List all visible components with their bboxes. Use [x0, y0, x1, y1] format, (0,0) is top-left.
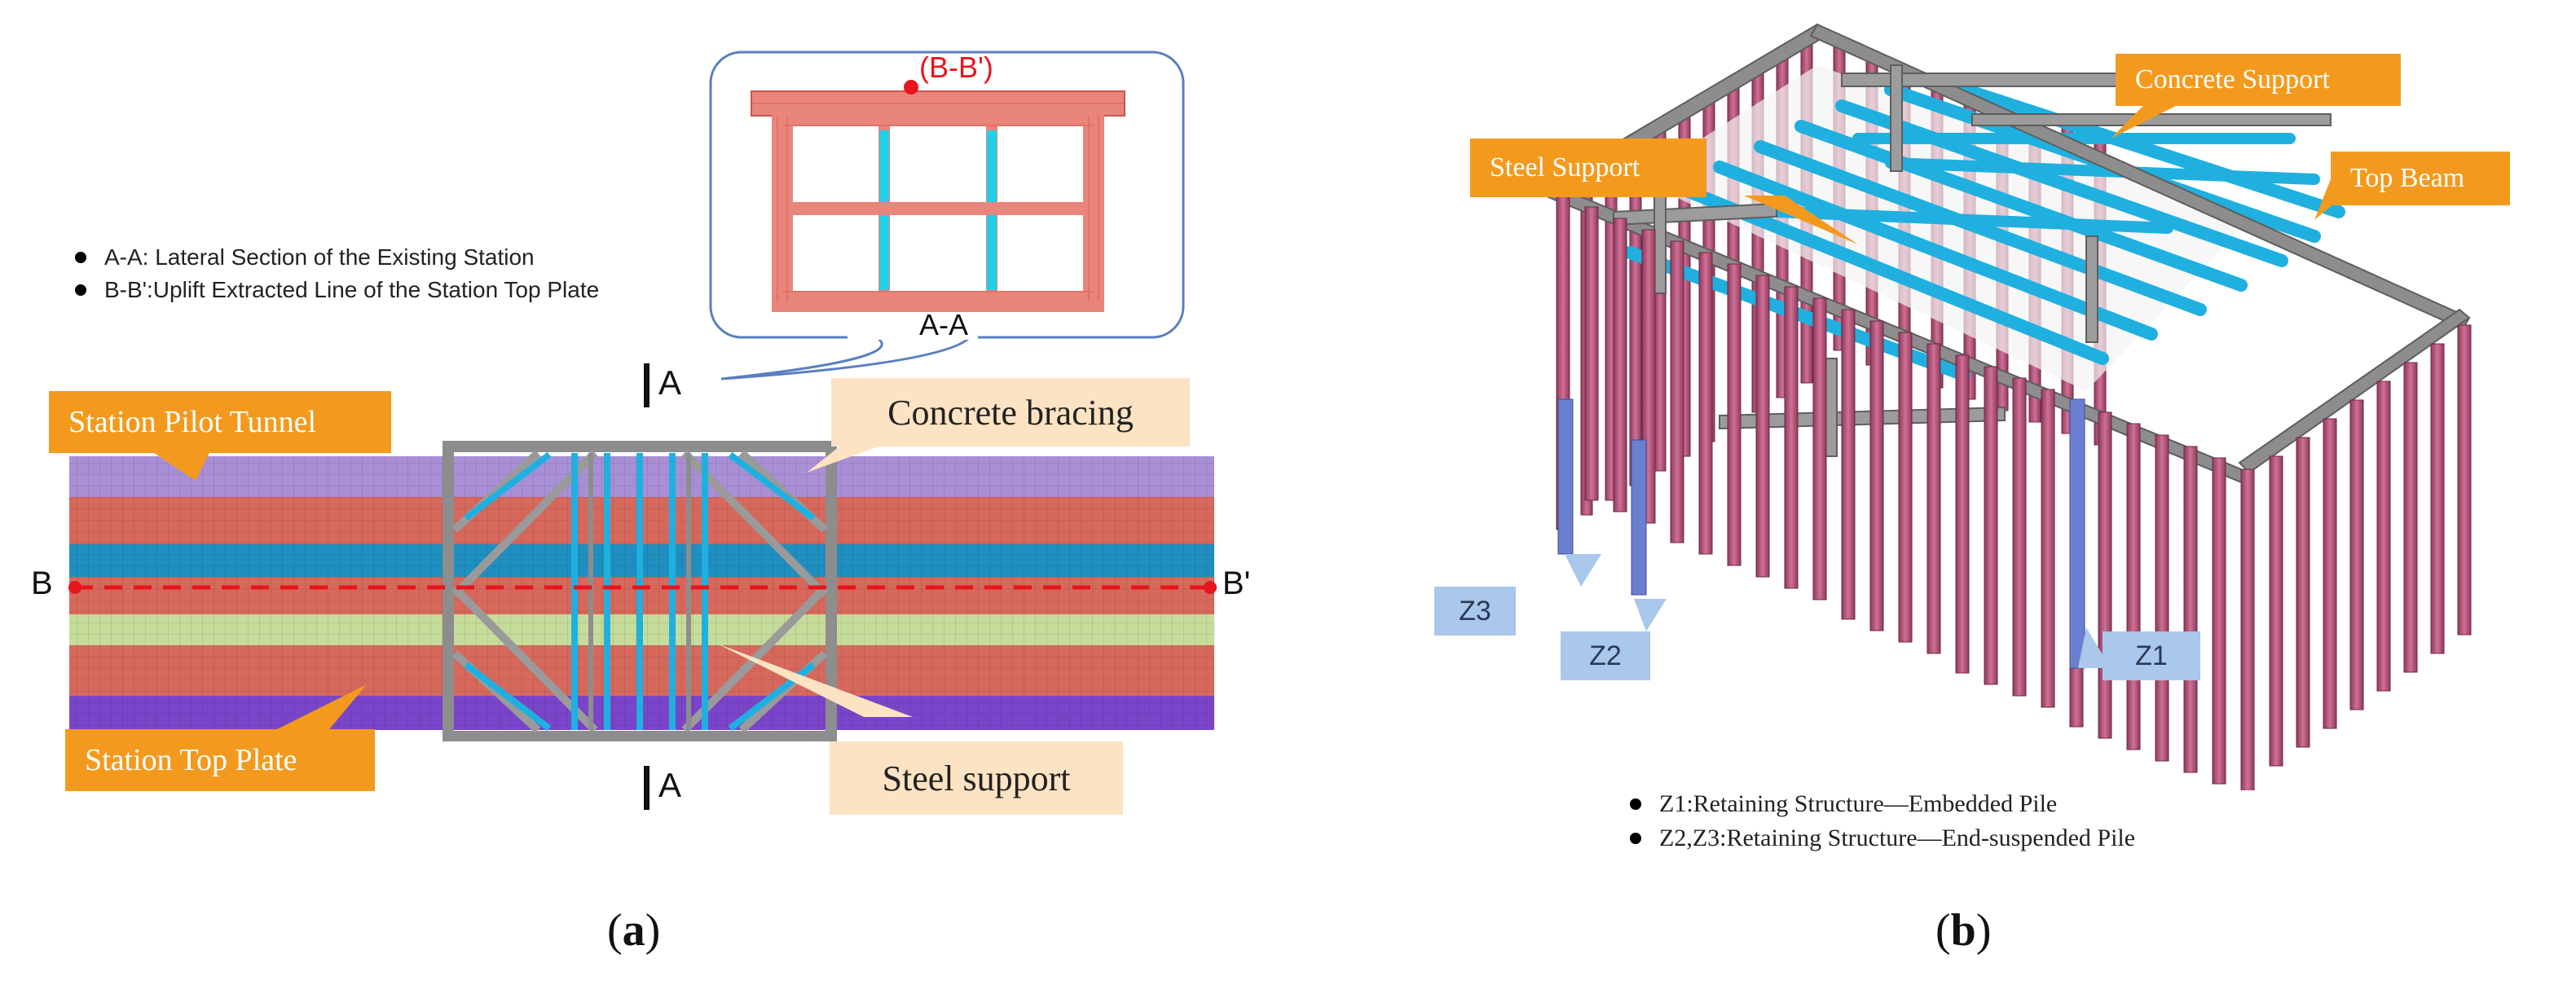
pile-label-z1: Z1: [2103, 631, 2200, 680]
legend-text-aa: A-A: Lateral Section of the Existing Sta…: [104, 244, 535, 270]
legend-item-aa: A-A: Lateral Section of the Existing Sta…: [75, 244, 535, 270]
point-b-marker: [68, 581, 81, 594]
callout-steel-support-b: Steel Support: [1470, 139, 1706, 197]
top-plate-pointer: [269, 684, 367, 733]
bullet-icon: [1630, 833, 1641, 844]
inset-point-label: (B-B'): [919, 51, 993, 84]
legend-text-z2z3: Z2,Z3:Retaining Structure—End-suspended …: [1659, 825, 2136, 851]
pile-z1: [2069, 398, 2085, 669]
section-mark-top: [644, 363, 650, 407]
callout-station-top-plate: Station Top Plate: [65, 729, 375, 791]
panel-a-callout-pointers: [147, 440, 913, 733]
sublabel-close: ): [645, 905, 661, 956]
subfigure-label-a: (a): [607, 904, 660, 957]
bullet-icon: [75, 252, 86, 263]
point-b-prime-marker: [1204, 581, 1217, 594]
pile-label-z3: Z3: [1434, 587, 1516, 636]
sublabel-close: ): [1975, 905, 1992, 956]
plan-view-model: [68, 441, 1217, 741]
station-cross-section: [751, 90, 1125, 312]
sublabel-open: (: [607, 905, 623, 956]
section-label-bottom: A: [658, 766, 682, 804]
pile-z3: [1557, 398, 1574, 555]
front-right-pile-row: [2269, 324, 2472, 767]
steel-support-pointer: [717, 644, 913, 717]
legend-item-bb: B-B':Uplift Extracted Line of the Statio…: [75, 277, 599, 303]
section-aa-inset: [709, 51, 1185, 380]
steel-support-pointer-b: [1744, 196, 1858, 244]
bullet-icon: [75, 284, 86, 296]
bb-point-marker: [904, 80, 918, 95]
legend-text-bb: B-B':Uplift Extracted Line of the Statio…: [104, 277, 600, 302]
inset-caption: A-A: [919, 308, 969, 341]
point-b-label: B: [31, 565, 53, 601]
pile-label-z2: Z2: [1561, 631, 1650, 680]
point-b-prime-label: B': [1222, 565, 1251, 601]
pilot-tunnel-pointer: [147, 448, 212, 481]
callout-steel-support-a: Steel support: [830, 741, 1123, 815]
callout-top-beam: Top Beam: [2331, 152, 2510, 205]
legend-item-z1: Z1:Retaining Structure—Embedded Pile: [1630, 790, 2057, 818]
steel-struts-3d: [1623, 75, 2345, 381]
callout-station-pilot-tunnel: Station Pilot Tunnel: [49, 391, 391, 453]
pile-z2: [1631, 439, 1647, 596]
concrete-support-pointer: [2111, 98, 2192, 139]
legend-text-z1: Z1:Retaining Structure—Embedded Pile: [1659, 790, 2058, 817]
bullet-icon: [1630, 798, 1641, 810]
sublabel-open: (: [1935, 905, 1951, 956]
callout-concrete-bracing: Concrete bracing: [831, 378, 1190, 446]
callout-concrete-support: Concrete Support: [2116, 54, 2401, 106]
sublabel-letter: b: [1950, 905, 1976, 956]
subfigure-label-b: (b): [1935, 904, 1991, 957]
concrete-bracing-pointer: [807, 440, 896, 473]
sublabel-letter: a: [622, 905, 645, 956]
legend-item-z2z3: Z2,Z3:Retaining Structure—End-suspended …: [1630, 825, 2135, 852]
section-label-top: A: [658, 363, 682, 402]
section-mark-bottom: [644, 766, 650, 810]
foundation-pit-frame: [443, 441, 837, 741]
